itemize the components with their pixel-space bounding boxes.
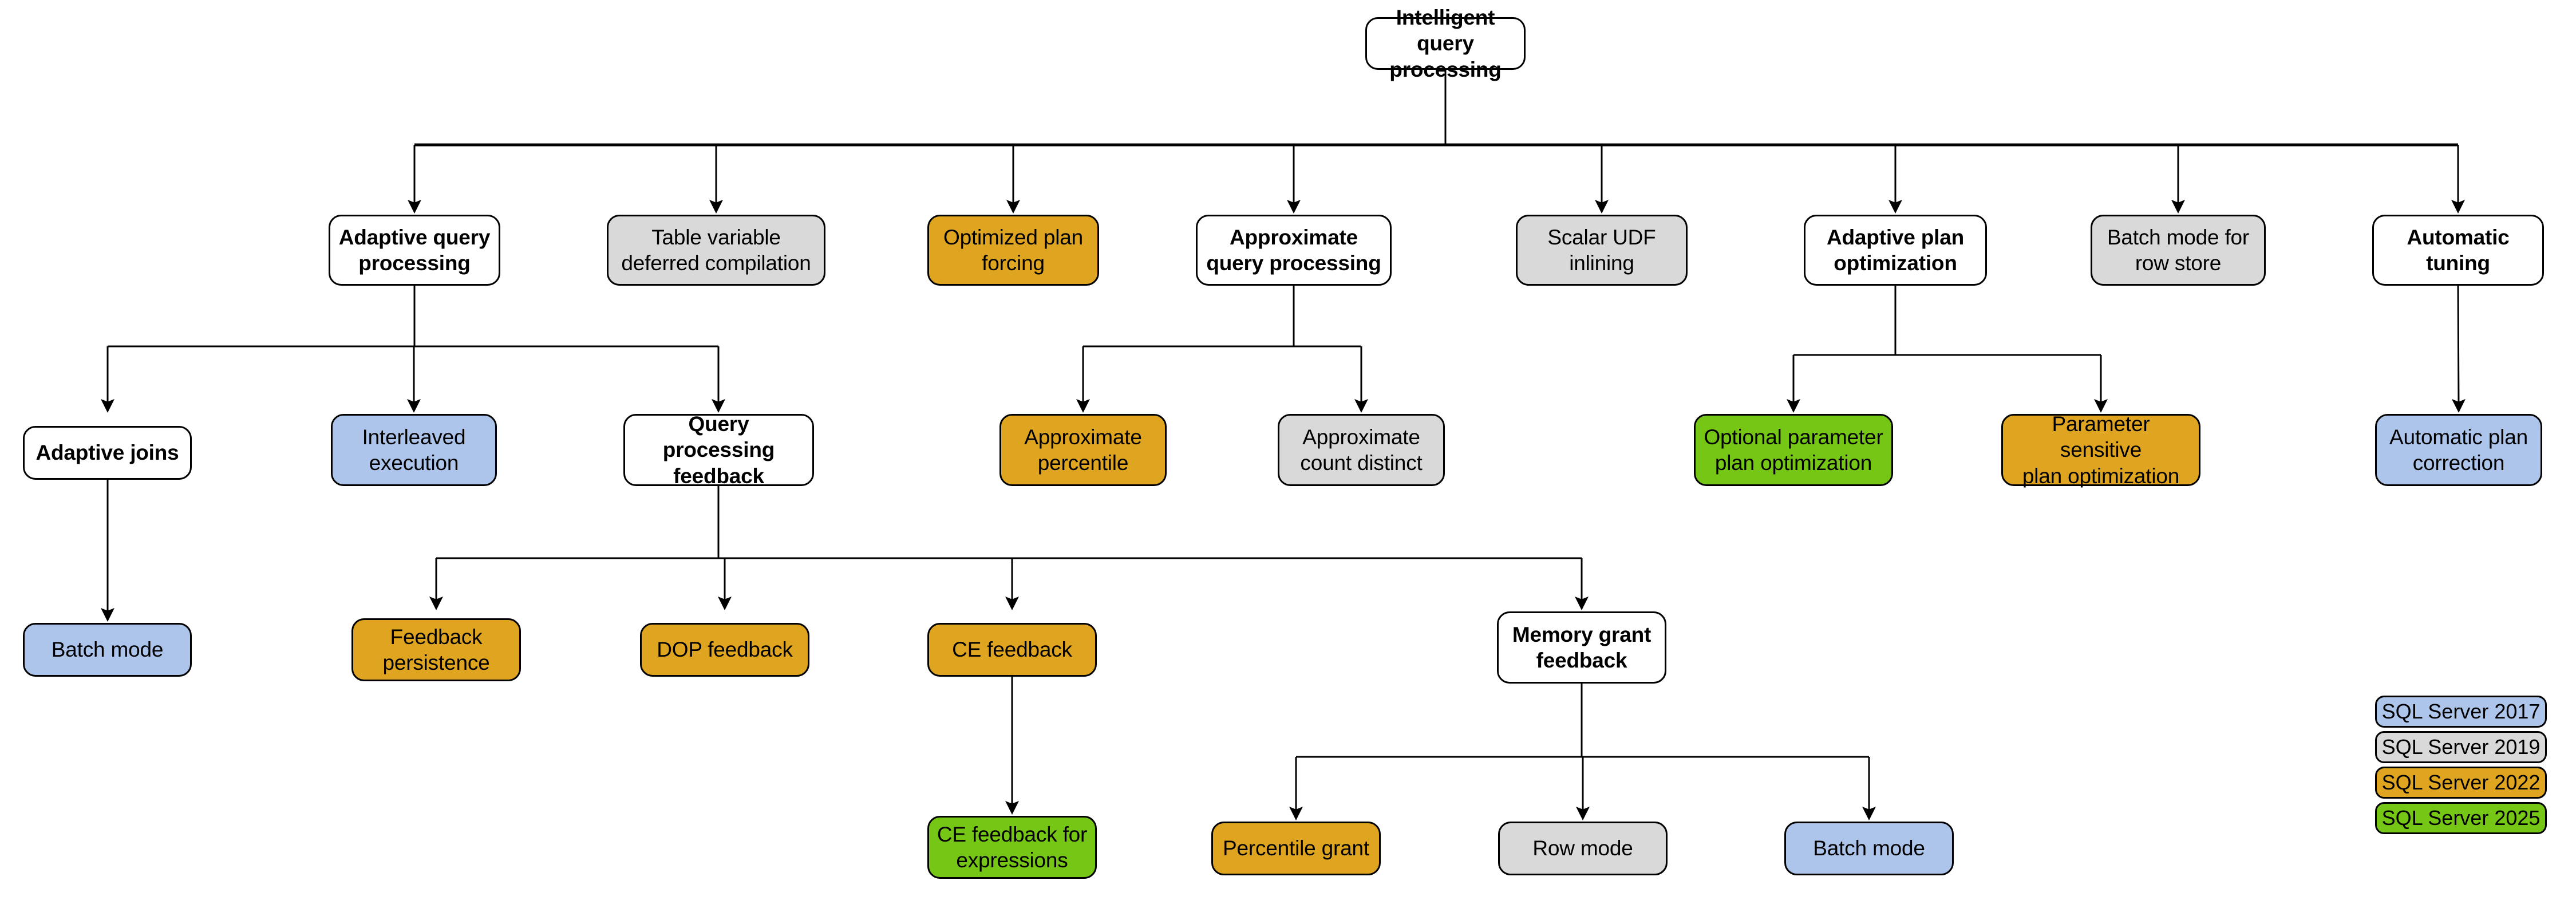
node-percentile-grant[interactable]: Percentile grant [1211,822,1381,875]
legend-item-sql-server-2019: SQL Server 2019 [2375,731,2547,763]
node-optional-parameter-plan-optimization[interactable]: Optional parameter plan optimization [1694,414,1893,486]
node-scalar-udf-inlining[interactable]: Scalar UDF inlining [1516,215,1688,286]
connector-line [2451,285,2466,413]
node-batch-mode-for-row-store[interactable]: Batch mode for row store [2091,215,2266,286]
node-approximate-query-processing[interactable]: Approximate query processing [1196,215,1392,286]
node-root[interactable]: Intelligent query processing [1365,6,1526,81]
node-approximate-percentile[interactable]: Approximate percentile [999,414,1167,486]
node-approximate-count-distinct[interactable]: Approximate count distinct [1278,414,1445,486]
node-automatic-tuning[interactable]: Automatic tuning [2372,215,2544,286]
node-feedback-persistence[interactable]: Feedback persistence [351,618,521,681]
node-dop-feedback[interactable]: DOP feedback [640,623,809,677]
node-automatic-plan-correction[interactable]: Automatic plan correction [2375,414,2542,486]
node-memory-grant-feedback[interactable]: Memory grant feedback [1497,611,1666,684]
node-parameter-sensitive-plan-optimization[interactable]: Parameter sensitive plan optimization [2001,412,2200,488]
node-adaptive-plan-optimization[interactable]: Adaptive plan optimization [1804,215,1987,286]
node-batch-mode-mgf[interactable]: Batch mode [1784,822,1954,875]
node-adaptive-query-processing[interactable]: Adaptive query processing [329,215,500,286]
node-ce-feedback-for-expressions[interactable]: CE feedback for expressions [927,816,1097,879]
node-ce-feedback[interactable]: CE feedback [927,623,1097,677]
node-batch-mode-aj[interactable]: Batch mode [23,623,192,677]
node-interleaved-execution[interactable]: Interleaved execution [331,414,497,486]
node-adaptive-joins[interactable]: Adaptive joins [23,426,192,480]
node-optimized-plan-forcing[interactable]: Optimized plan forcing [927,215,1099,286]
legend-item-sql-server-2022: SQL Server 2022 [2375,767,2547,799]
node-table-variable-deferred-compilation[interactable]: Table variable deferred compilation [607,215,825,286]
node-row-mode[interactable]: Row mode [1498,822,1668,875]
legend-item-sql-server-2017: SQL Server 2017 [2375,696,2547,728]
node-query-processing-feedback[interactable]: Query processing feedback [623,412,814,488]
legend-item-sql-server-2025: SQL Server 2025 [2375,802,2547,834]
